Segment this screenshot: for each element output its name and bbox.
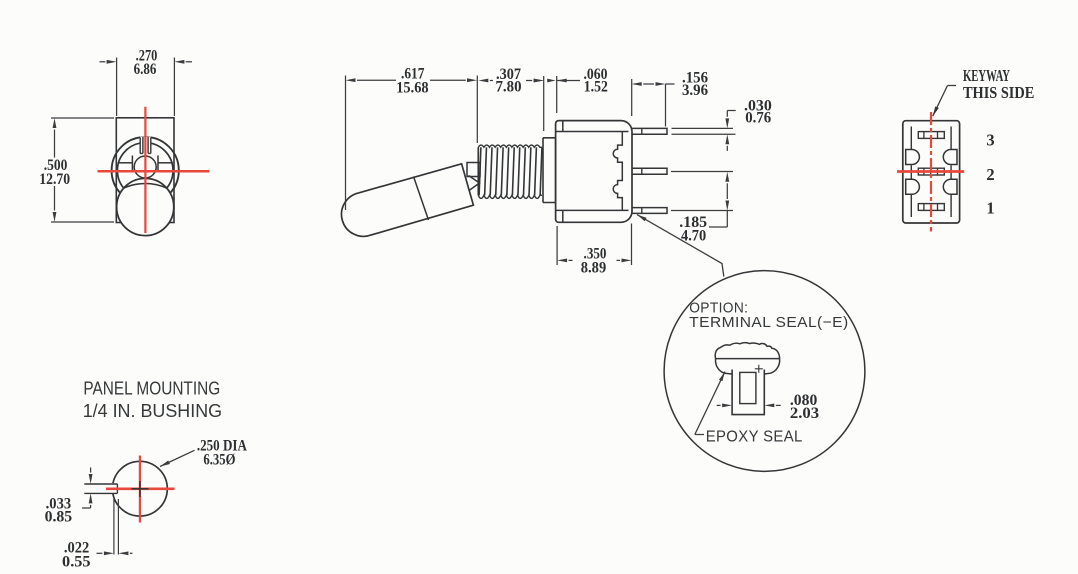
svg-text:1.52: 1.52 [584,78,608,95]
svg-text:THIS SIDE: THIS SIDE [963,83,1034,102]
svg-text:0.76: 0.76 [745,110,771,127]
svg-text:2: 2 [986,165,994,184]
svg-text:EPOXY SEAL: EPOXY SEAL [706,428,803,445]
svg-text:3.96: 3.96 [682,82,708,99]
svg-text:.500: .500 [44,157,68,174]
svg-text:KEYWAY: KEYWAY [963,66,1010,85]
svg-text:.185: .185 [679,214,707,231]
svg-text:.060: .060 [584,66,608,83]
svg-text:.270: .270 [136,47,158,64]
svg-text:6.86: 6.86 [134,61,157,78]
svg-text:1: 1 [986,199,994,218]
svg-text:.030: .030 [744,97,772,114]
svg-text:.022: .022 [64,539,90,556]
svg-text:0.85: 0.85 [45,509,73,526]
svg-text:8.89: 8.89 [581,260,607,277]
svg-text:.033: .033 [46,495,72,512]
svg-text:0.55: 0.55 [62,553,91,570]
svg-text:.156: .156 [682,70,708,87]
svg-text:12.70: 12.70 [39,171,70,188]
svg-text:2.03: 2.03 [790,405,820,422]
svg-text:OPTION:: OPTION: [689,299,748,316]
svg-text:4.70: 4.70 [681,227,706,244]
svg-text:6.35Ø: 6.35Ø [203,451,235,468]
svg-text:PANEL MOUNTING: PANEL MOUNTING [83,378,220,399]
svg-text:.350: .350 [584,246,607,263]
svg-text:1/4 IN. BUSHING: 1/4 IN. BUSHING [83,400,222,421]
svg-text:15.68: 15.68 [396,80,429,97]
svg-text:.250 DIA: .250 DIA [197,438,248,455]
svg-text:.307: .307 [496,66,521,83]
svg-text:.080: .080 [790,392,818,409]
svg-text:.617: .617 [401,66,425,83]
svg-text:TERMINAL SEAL(−E): TERMINAL SEAL(−E) [689,314,848,331]
svg-text:7.80: 7.80 [496,78,522,95]
svg-text:3: 3 [986,130,994,149]
